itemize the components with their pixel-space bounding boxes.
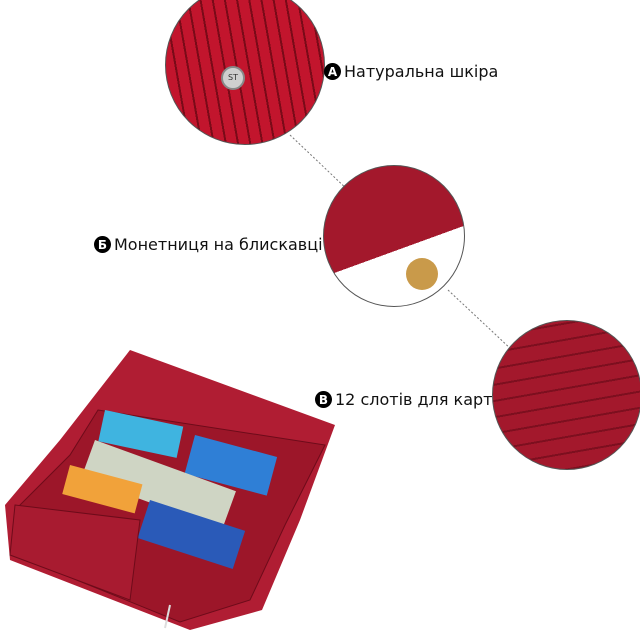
- feature-badge: A: [324, 63, 341, 80]
- feature-label-card-slots: В 12 слотів для карт: [315, 390, 492, 409]
- feature-badge: В: [315, 391, 332, 408]
- brand-logo: ST: [221, 66, 245, 90]
- coin: [406, 258, 438, 290]
- wallet-image: [5, 350, 335, 630]
- feature-text: 12 слотів для карт: [335, 390, 493, 409]
- connector-b-c: [447, 289, 513, 351]
- feature-text: Монетниця на блискавці: [114, 235, 323, 254]
- feature-badge: Б: [94, 236, 111, 253]
- feature-label-coin-pocket: Б Монетниця на блискавці: [94, 235, 323, 254]
- connector-a-b: [289, 134, 351, 193]
- detail-circle-leather: ST: [165, 0, 325, 145]
- feature-text: Натуральна шкіра: [344, 62, 499, 81]
- detail-circle-card-slots: [492, 320, 640, 470]
- feature-label-leather: A Натуральна шкіра: [324, 62, 498, 81]
- detail-circle-coin-pocket: [323, 165, 465, 307]
